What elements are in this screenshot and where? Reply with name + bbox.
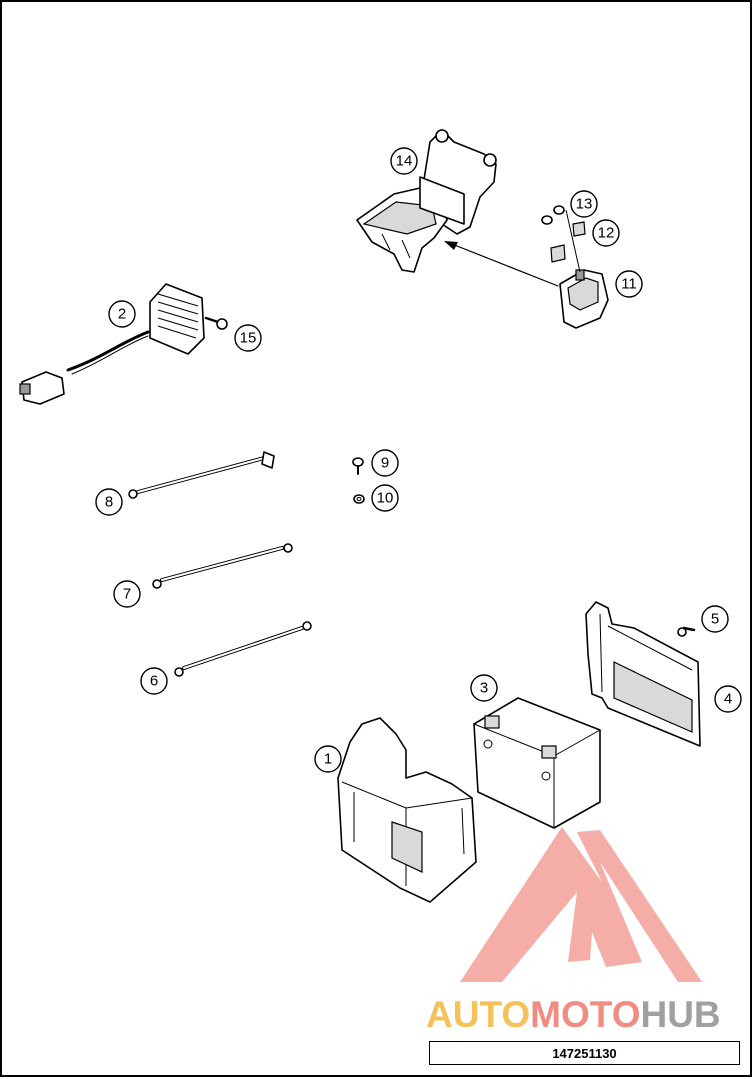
svg-text:3: 3 [480, 680, 488, 697]
watermark-text: AUTOMOTOHUB [426, 995, 750, 1035]
callout-11: 11 [615, 270, 643, 298]
callout-13: 13 [570, 190, 598, 218]
part-1-battery-holder [337, 717, 477, 903]
part-15-screw [204, 316, 228, 330]
svg-text:9: 9 [381, 455, 389, 472]
part-13-fuse-cap [541, 205, 565, 225]
svg-text:11: 11 [621, 276, 637, 293]
svg-text:5: 5 [711, 611, 719, 628]
document-number-box: 147251130 [429, 1041, 740, 1065]
part-14-holder-bracket [356, 129, 497, 273]
callout-14: 14 [390, 147, 418, 175]
svg-text:1: 1 [324, 751, 332, 768]
callout-5: 5 [701, 605, 729, 633]
callout-6: 6 [140, 667, 168, 695]
watermark-logo [460, 827, 702, 982]
callout-4: 4 [714, 685, 742, 713]
svg-text:12: 12 [598, 225, 615, 242]
assembly-arrow [444, 241, 559, 287]
document-number: 147251130 [552, 1045, 617, 1061]
callout-9: 9 [371, 449, 399, 477]
part-7-cable [152, 543, 293, 589]
callout-3: 3 [470, 674, 498, 702]
svg-text:7: 7 [123, 586, 131, 603]
part-8-cable [128, 451, 275, 499]
part-11-relay [559, 269, 609, 329]
part-10-washer [353, 494, 365, 504]
svg-text:4: 4 [724, 691, 732, 708]
svg-text:15: 15 [240, 330, 257, 347]
callout-12: 12 [592, 219, 620, 247]
part-4-cover [585, 601, 701, 747]
watermark-text-hub: HUB [640, 994, 721, 1035]
svg-text:10: 10 [377, 490, 394, 507]
svg-text:8: 8 [105, 494, 113, 511]
callout-10: 10 [371, 484, 399, 512]
callout-15: 15 [234, 324, 262, 352]
callout-7: 7 [113, 580, 141, 608]
svg-text:6: 6 [150, 673, 158, 690]
part-12-fuse [550, 209, 586, 273]
part-6-cable [174, 621, 312, 677]
svg-text:14: 14 [396, 153, 413, 170]
callout-2: 2 [108, 300, 136, 328]
callout-1: 1 [314, 745, 342, 773]
watermark-text-moto: MOTO [530, 994, 641, 1035]
svg-text:2: 2 [118, 306, 126, 323]
part-2-regulator [19, 283, 205, 405]
part-9-bolt [352, 457, 364, 475]
watermark-text-auto: AUTO [426, 994, 531, 1035]
part-5-screw [677, 626, 696, 637]
svg-text:13: 13 [576, 196, 593, 213]
part-3-battery [473, 697, 601, 829]
callout-8: 8 [95, 488, 123, 516]
